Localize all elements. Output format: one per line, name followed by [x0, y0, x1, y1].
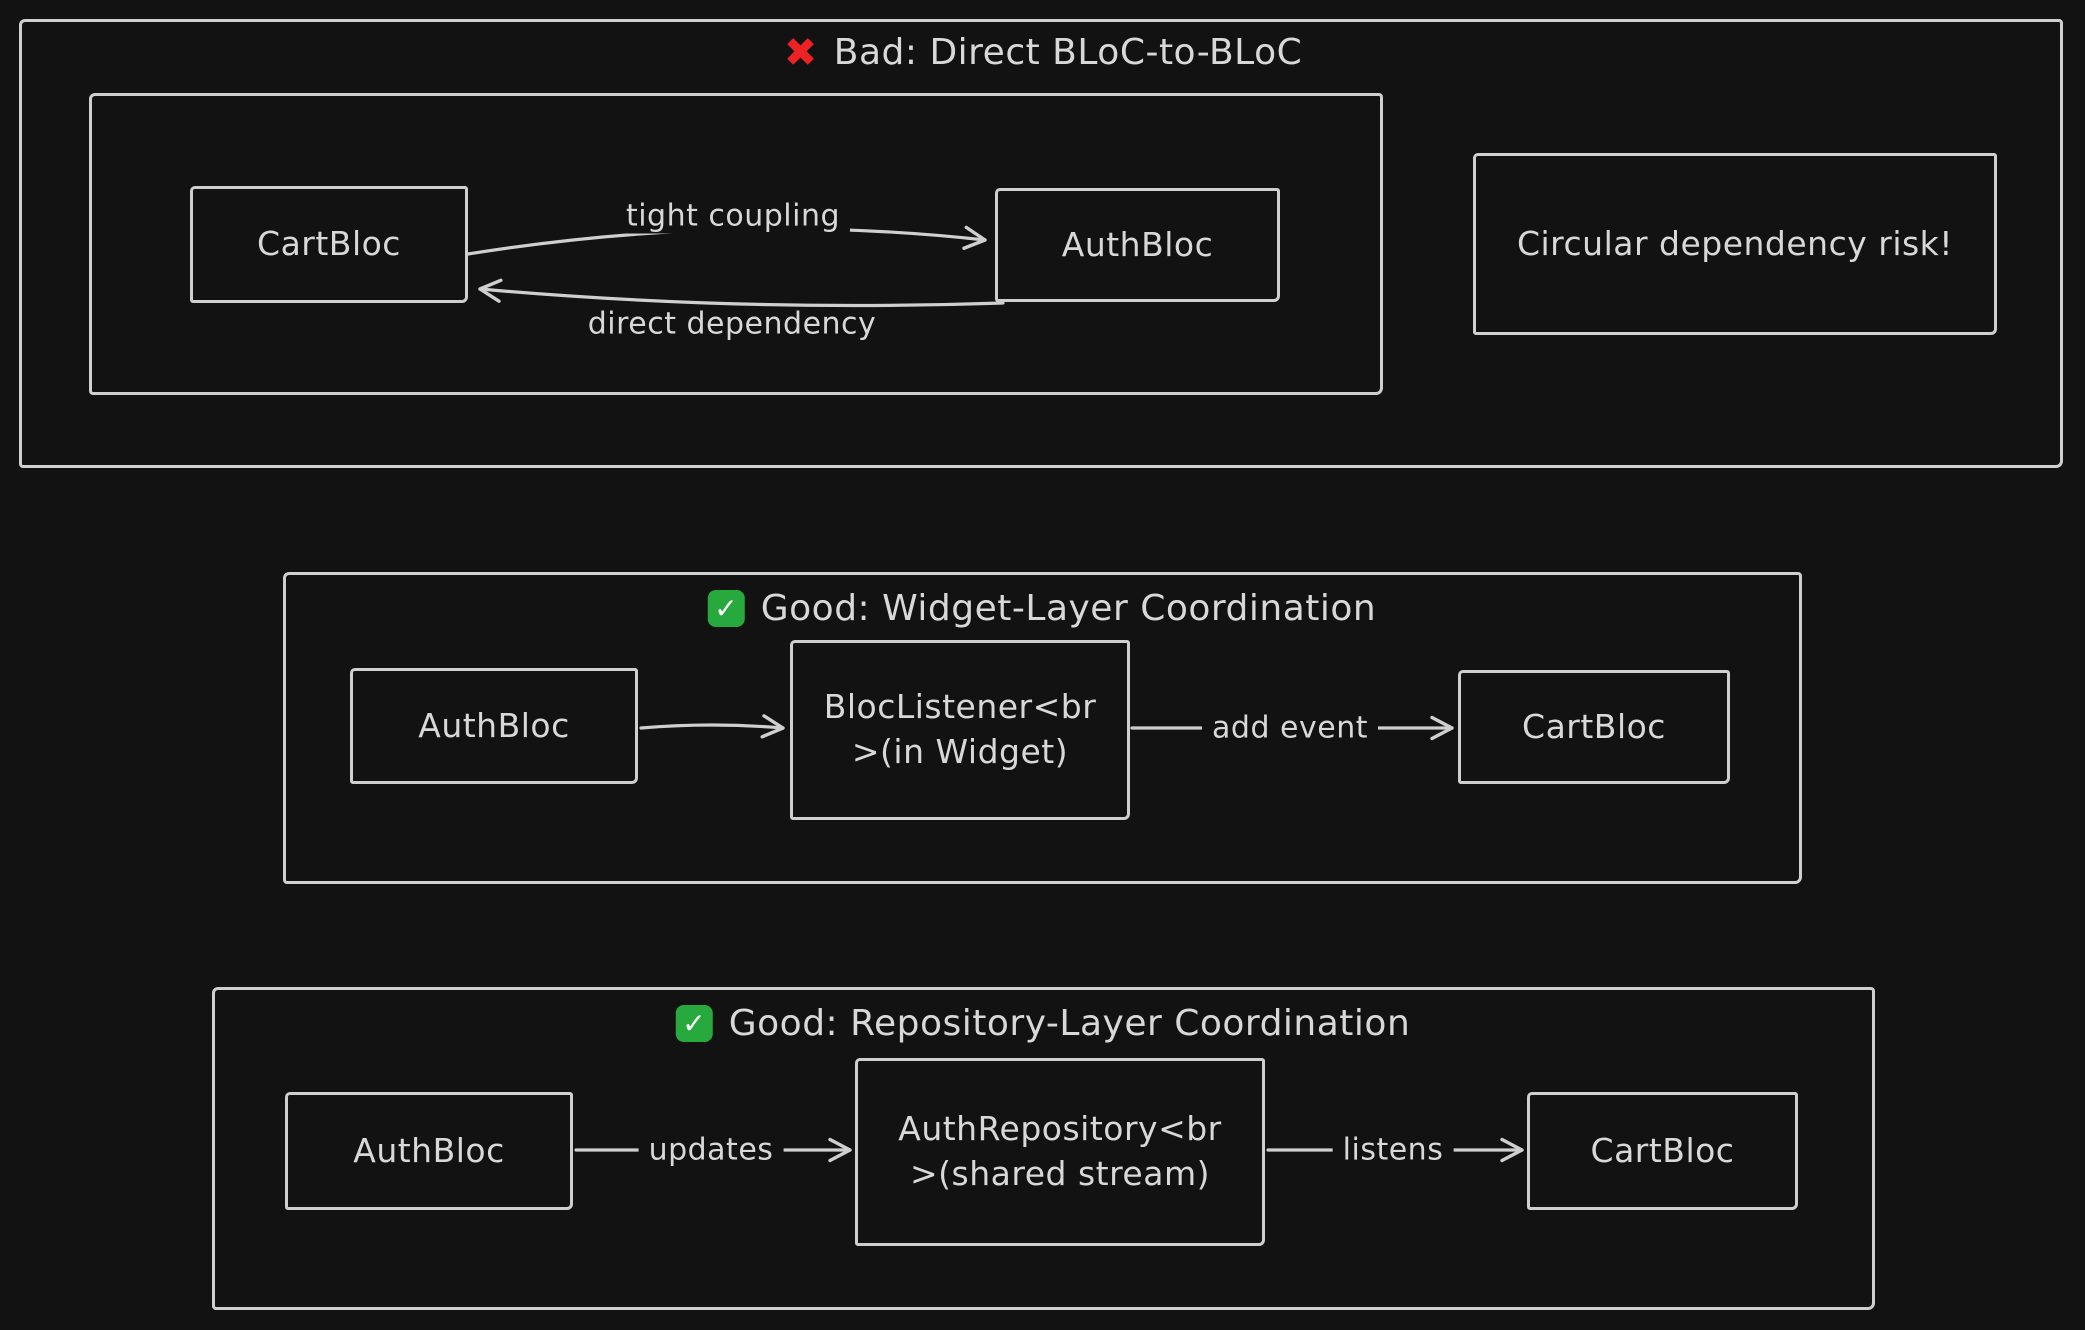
section-repository-title-text: Good: Repository-Layer Coordination	[728, 1003, 1411, 1044]
node-bloclistener-line1: BlocListener<br	[823, 687, 1097, 727]
section-bad-inner-box	[89, 93, 1383, 395]
node-authbloc-widget: AuthBloc	[350, 668, 638, 784]
node-authbloc-repository-label: AuthBloc	[353, 1130, 505, 1170]
section-bad-outer-box	[19, 19, 2063, 468]
node-bloclistener: BlocListener<br >(in Widget)	[790, 640, 1130, 820]
node-cartbloc-widget-label: CartBloc	[1522, 706, 1666, 746]
node-authrepository: AuthRepository<br >(shared stream)	[855, 1058, 1265, 1246]
node-circular-dependency-warning: Circular dependency risk!	[1473, 153, 1997, 335]
node-authbloc-bad-label: AuthBloc	[1061, 224, 1214, 264]
cross-mark-icon: ✖	[783, 29, 818, 76]
section-repository-title: ✓ Good: Repository-Layer Coordination	[675, 1003, 1411, 1044]
edge-label-updates: updates	[638, 1132, 784, 1168]
edge-label-listens: listens	[1332, 1132, 1454, 1168]
section-widget-box	[283, 572, 1802, 884]
section-repository-box	[212, 987, 1875, 1310]
check-mark-icon: ✓	[707, 590, 745, 627]
edge-label-add-event: add event	[1202, 710, 1378, 746]
node-authrepository-line1: AuthRepository<br	[898, 1109, 1222, 1149]
node-cartbloc-bad-label: CartBloc	[257, 224, 401, 264]
node-bloclistener-line2: >(in Widget)	[851, 732, 1069, 771]
check-glyph: ✓	[714, 591, 739, 625]
node-cartbloc-widget: CartBloc	[1458, 670, 1730, 784]
section-bad-title-text: Bad: Direct BLoC-to-BLoC	[833, 32, 1303, 73]
node-cartbloc-repository: CartBloc	[1527, 1092, 1798, 1210]
section-widget-title: ✓ Good: Widget-Layer Coordination	[707, 588, 1377, 629]
node-cartbloc-repository-label: CartBloc	[1590, 1130, 1735, 1170]
node-authrepository-line2: >(shared stream)	[910, 1154, 1210, 1193]
edge-label-direct-dependency: direct dependency	[587, 306, 877, 342]
section-widget-title-text: Good: Widget-Layer Coordination	[760, 588, 1377, 629]
node-authbloc-widget-label: AuthBloc	[418, 705, 570, 745]
section-bad-title: ✖ Bad: Direct BLoC-to-BLoC	[784, 32, 1303, 73]
node-circular-dependency-warning-label: Circular dependency risk!	[1516, 223, 1954, 263]
node-cartbloc-bad: CartBloc	[190, 186, 468, 303]
check-mark-icon: ✓	[675, 1005, 713, 1042]
node-authbloc-bad: AuthBloc	[995, 188, 1280, 302]
node-authbloc-repository: AuthBloc	[285, 1092, 573, 1210]
edge-label-tight-coupling: tight coupling	[615, 198, 851, 234]
check-glyph: ✓	[682, 1006, 707, 1040]
